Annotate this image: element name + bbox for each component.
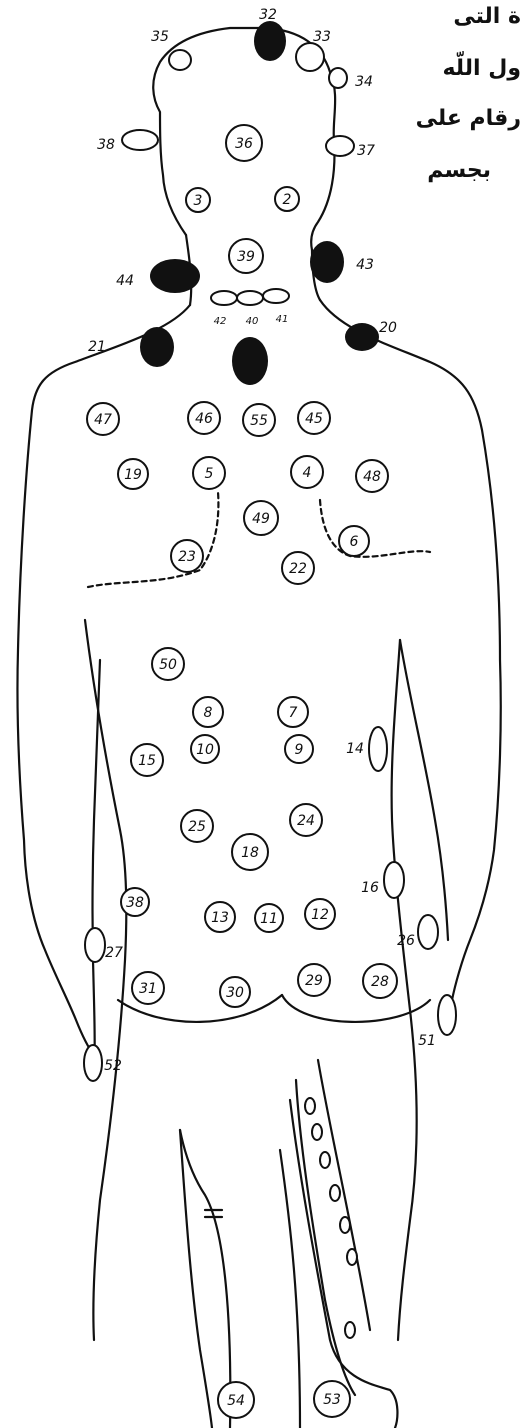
hip-bump-27 [85,928,105,962]
point-35-label: 35 [151,29,169,45]
point-21-label: 21 [88,339,106,355]
point-11-label: 11 [260,911,278,927]
leg-dot-1 [305,1098,315,1114]
point-23-label: 23 [178,549,196,565]
ear-left [122,130,158,150]
throat-spot [232,337,268,385]
point-12-label: 12 [311,907,329,923]
hip-bump-16 [384,862,404,898]
point-9-label: 9 [295,742,304,758]
leg-dot-2 [312,1124,322,1140]
chest-line-right [320,500,430,557]
point-26-label: 26 [397,933,415,949]
point-18-label: 18 [241,845,259,861]
point-49-label: 49 [252,511,270,527]
point-40-label: 40 [246,316,259,327]
point-36-label: 36 [235,136,253,152]
point-29-label: 29 [305,973,323,989]
leg-dot-5 [340,1217,350,1233]
point-43-label: 43 [356,257,374,273]
point-3-label: 3 [194,193,203,209]
leg-dot-4 [330,1185,340,1201]
point-27-label: 27 [105,945,123,961]
point-45-label: 45 [305,411,323,427]
leg-dot-6 [347,1249,357,1265]
point-5-label: 5 [205,466,214,482]
point-2-label: 2 [283,192,292,208]
point-38-label: 38 [97,137,115,153]
point-7-label: 7 [289,705,298,721]
point-24-label: 24 [297,813,315,829]
leg-dot-7 [345,1322,355,1338]
left-leg-inner [180,1130,212,1428]
bump-51 [438,995,456,1035]
point-47-label: 47 [94,412,112,428]
neck-spot-right [310,241,344,283]
right-calf [290,1100,397,1428]
point-16-label: 16 [361,880,379,896]
hip-bump-26 [418,915,438,949]
point-38-label: 38 [126,895,144,911]
point-54-label: 54 [227,1393,245,1409]
body-right-outline [320,300,501,1000]
point-6-label: 6 [350,534,359,550]
point-13-label: 13 [211,910,229,926]
neck-ring-41 [263,289,289,303]
right-leg-band [296,1080,355,1395]
point-28-label: 28 [371,974,389,990]
point-32-label: 32 [259,7,277,23]
bump-34 [329,68,347,88]
neck-ring-40 [237,291,263,305]
point-53-label: 53 [323,1392,341,1408]
torso-left [85,620,126,1340]
point-44-label: 44 [116,273,134,289]
bump-35 [169,50,191,70]
point-39-label: 39 [237,249,255,265]
left-inner-arm [93,660,101,1075]
point-48-label: 48 [363,469,381,485]
right-inner-arm [400,640,448,940]
hip-bump-14 [369,727,387,771]
point-8-label: 8 [204,705,213,721]
neck-spot-left [150,259,200,293]
point-50-label: 50 [159,657,177,673]
point-37-label: 37 [357,143,375,159]
point-10-label: 10 [196,742,214,758]
point-41-label: 41 [276,314,289,325]
shoulder-spot-right [345,323,379,351]
center-leg-line [280,1150,300,1428]
shoulder-spot-left [140,327,174,367]
point-30-label: 30 [226,985,244,1001]
point-14-label: 14 [346,741,364,757]
leg-dot-3 [320,1152,330,1168]
crown-spot [254,21,286,61]
bump-33 [296,43,324,71]
point-55-label: 55 [250,413,268,429]
point-20-label: 20 [379,320,397,336]
ear-right [326,136,354,156]
point-51-label: 51 [418,1033,436,1049]
right-leg-band-2 [318,1060,370,1330]
point-46-label: 46 [195,411,213,427]
point-31-label: 31 [139,981,157,997]
point-42-label: 42 [214,316,227,327]
chest-line-left [88,492,218,587]
point-33-label: 33 [313,29,331,45]
bump-52 [84,1045,102,1081]
point-52-label: 52 [104,1058,122,1074]
point-19-label: 19 [124,467,142,483]
point-15-label: 15 [138,753,156,769]
point-34-label: 34 [355,74,373,90]
point-22-label: 22 [289,561,307,577]
point-4-label: 4 [303,465,312,481]
point-25-label: 25 [188,819,206,835]
neck-ring-42 [211,291,237,305]
